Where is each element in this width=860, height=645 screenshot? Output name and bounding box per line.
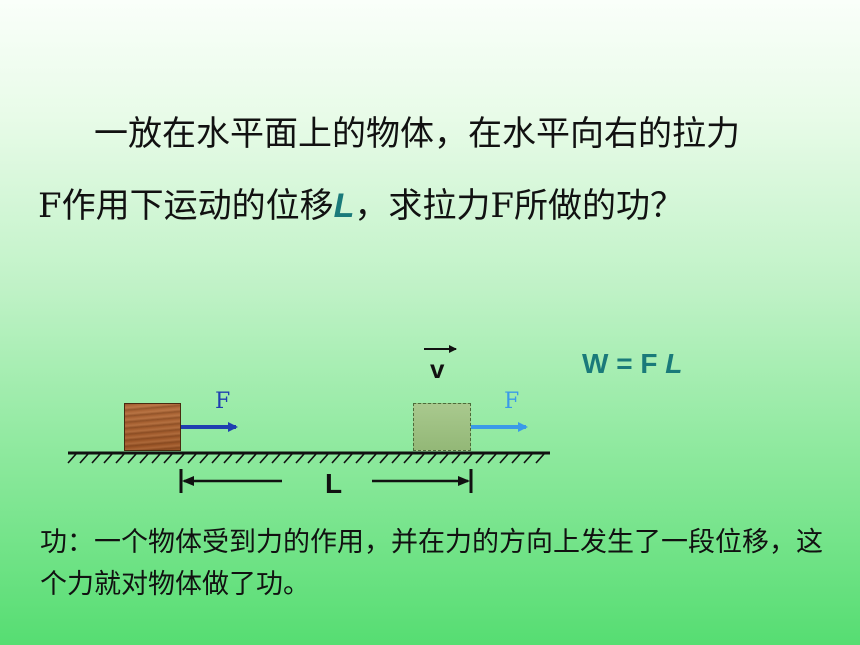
hatch-mark xyxy=(127,453,137,464)
hatch-mark xyxy=(415,453,425,464)
problem-text: 一放在水平面上的物体，在水平向右的拉力 F作用下运动的位移L，求拉力F所做的功？ xyxy=(38,98,838,242)
hatch-mark xyxy=(67,453,77,464)
hatch-mark xyxy=(391,453,401,464)
hatch-mark xyxy=(523,453,533,464)
hatch-mark xyxy=(319,453,329,464)
problem-line-2-before: F作用下运动的位移 xyxy=(38,186,334,226)
hatch-mark xyxy=(91,453,101,464)
hatch-mark xyxy=(283,453,293,464)
hatch-mark xyxy=(199,453,209,464)
hatch-mark xyxy=(511,453,521,464)
hatch-mark xyxy=(535,453,545,464)
ground-hatching xyxy=(67,453,545,464)
force-label-1: F xyxy=(215,389,230,414)
problem-variable-L: L xyxy=(333,187,355,225)
block-end-position xyxy=(413,403,471,451)
hatch-mark xyxy=(175,453,185,464)
force-label-2: F xyxy=(504,389,519,414)
hatch-mark xyxy=(499,453,509,464)
hatch-mark xyxy=(379,453,389,464)
velocity-label: v xyxy=(430,354,445,384)
hatch-mark xyxy=(355,453,365,464)
hatch-mark xyxy=(151,453,161,464)
work-formula: W = F L xyxy=(582,348,682,380)
hatch-mark xyxy=(259,453,269,464)
hatch-mark xyxy=(343,453,353,464)
wooden-block-start xyxy=(124,403,181,451)
hatch-mark xyxy=(187,453,197,464)
hatch-mark xyxy=(139,453,149,464)
hatch-mark xyxy=(235,453,245,464)
hatch-mark xyxy=(439,453,449,464)
hatch-mark xyxy=(103,453,113,464)
hatch-mark xyxy=(163,453,173,464)
formula-prefix: W = F xyxy=(582,348,666,379)
problem-line-1: 一放在水平面上的物体，在水平向右的拉力 xyxy=(94,114,740,154)
hatch-mark xyxy=(451,453,461,464)
hatch-mark xyxy=(295,453,305,464)
hatch-mark xyxy=(367,453,377,464)
hatch-mark xyxy=(487,453,497,464)
hatch-mark xyxy=(427,453,437,464)
displacement-label: L xyxy=(325,468,342,499)
hatch-mark xyxy=(115,453,125,464)
hatch-mark xyxy=(403,453,413,464)
hatch-mark xyxy=(79,453,89,464)
work-definition: 功：一个物体受到力的作用，并在力的方向上发生了一段位移，这个力就对物体做了功。 xyxy=(40,527,823,600)
hatch-mark xyxy=(331,453,341,464)
hatch-mark xyxy=(475,453,485,464)
hatch-mark xyxy=(223,453,233,464)
problem-line-2-after: ，求拉力F所做的功？ xyxy=(354,186,684,226)
hatch-mark xyxy=(307,453,317,464)
hatch-mark xyxy=(247,453,257,464)
hatch-mark xyxy=(463,453,473,464)
hatch-mark xyxy=(211,453,221,464)
formula-variable-L: L xyxy=(665,348,683,379)
hatch-mark xyxy=(271,453,281,464)
